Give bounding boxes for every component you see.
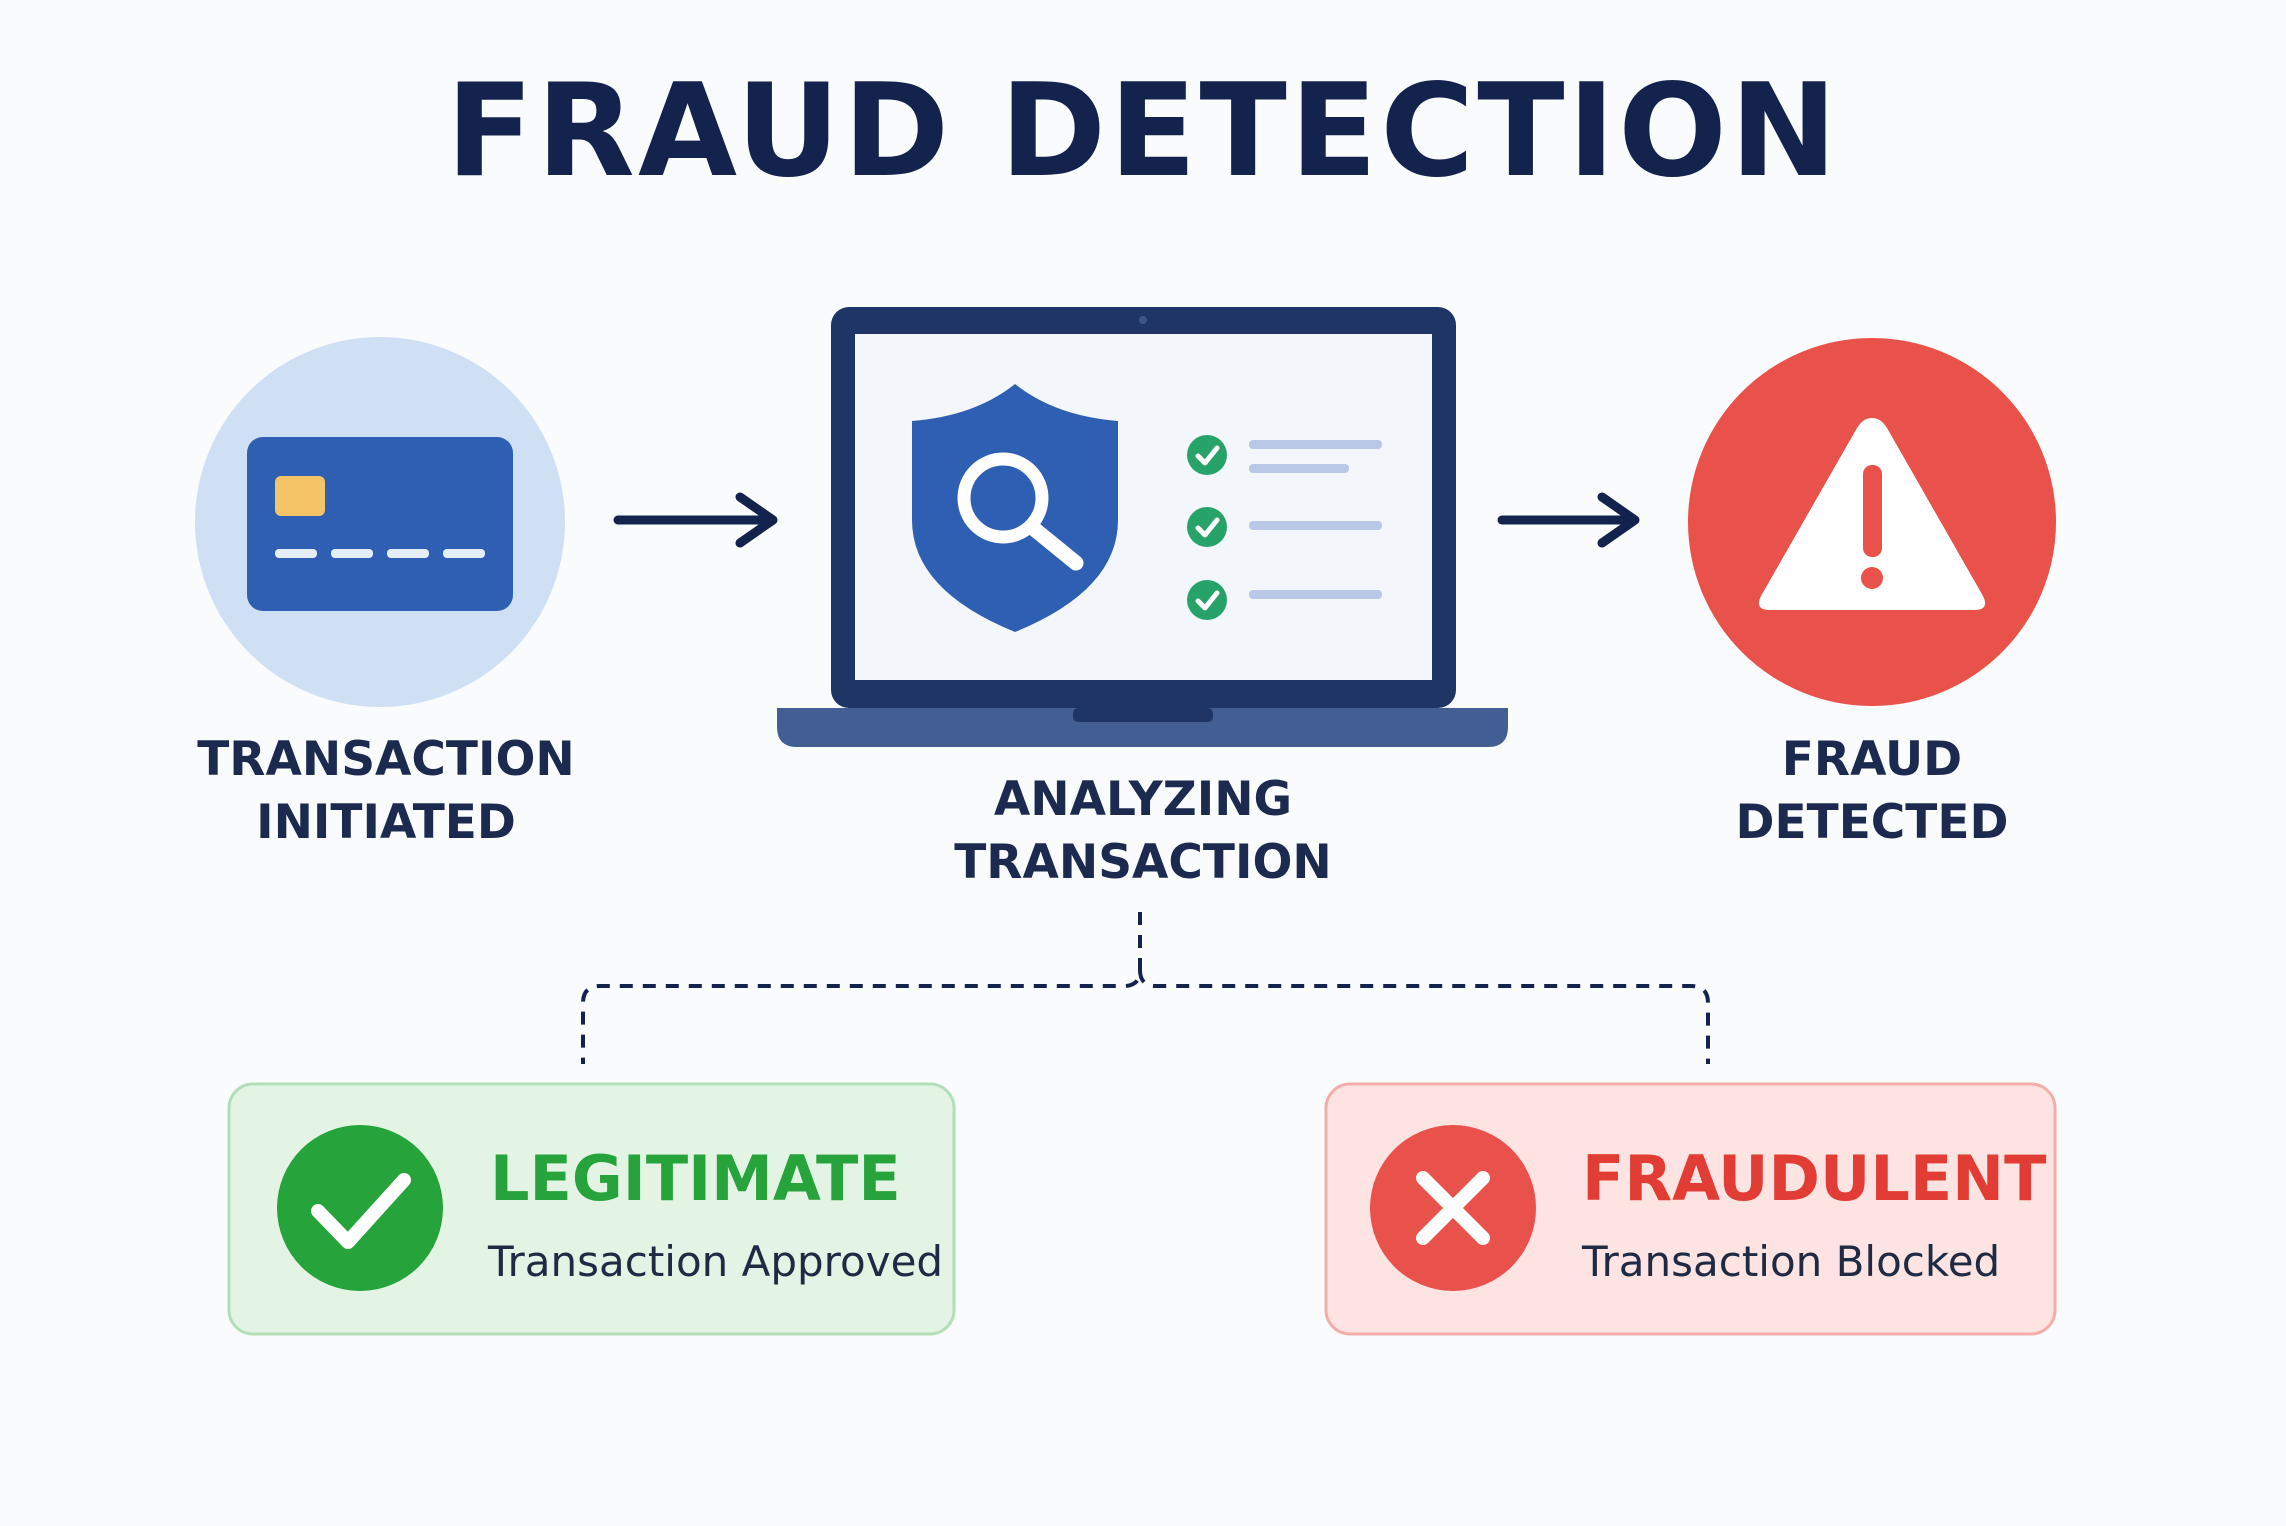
step-label-analyzing-transaction: ANALYZING TRANSACTION — [943, 768, 1343, 894]
flow-arrow-right-icon — [1497, 492, 1640, 548]
step-label-line: FRAUD — [1781, 732, 1963, 787]
step-label-line: DETECTED — [1735, 795, 2009, 850]
checklist-icon — [1187, 435, 1382, 620]
page-title: FRAUD DETECTION — [445, 57, 1841, 206]
fraudulent-subtitle: Transaction Blocked — [1582, 1237, 2001, 1286]
branch-connector — [581, 912, 1710, 1064]
step-label-line: INITIATED — [256, 795, 516, 850]
legitimate-title: LEGITIMATE — [490, 1142, 901, 1215]
x-icon — [1370, 1125, 1536, 1291]
flow-arrow-right-icon — [613, 492, 778, 548]
step-label-line: ANALYZING — [993, 772, 1293, 827]
step-label-transaction-initiated: TRANSACTION INITIATED — [186, 728, 586, 854]
step-label-fraud-detected: FRAUD DETECTED — [1672, 728, 2072, 854]
check-icon — [277, 1125, 443, 1291]
shield-search-icon — [912, 384, 1118, 632]
legitimate-subtitle: Transaction Approved — [488, 1237, 944, 1286]
step-label-line: TRANSACTION — [954, 835, 1332, 890]
step-label-line: TRANSACTION — [197, 732, 575, 787]
laptop-icon — [777, 307, 1508, 747]
credit-card-icon — [195, 337, 565, 707]
warning-triangle-icon — [1688, 338, 2056, 706]
fraudulent-title: FRAUDULENT — [1582, 1142, 2047, 1215]
